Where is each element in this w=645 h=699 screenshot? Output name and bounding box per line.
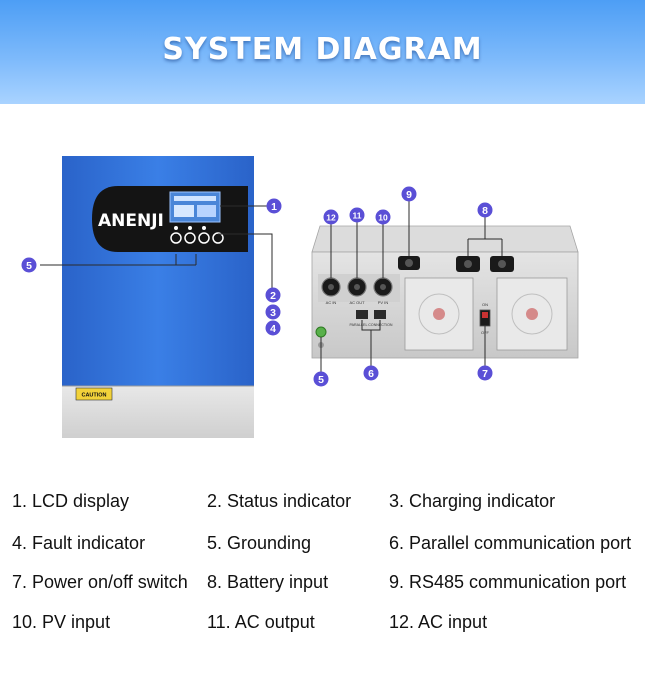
caution-label: [75, 387, 113, 401]
callout-label-9: 9: [406, 189, 412, 201]
fan-grille-right: [496, 277, 568, 351]
callout-marker-9: [401, 186, 417, 202]
callout-label-11: 11: [353, 211, 362, 221]
page-title: SYSTEM DIAGRAM: [162, 32, 483, 67]
legend-item-pv-input: 10. PV input: [12, 612, 111, 632]
pv-in-text: PV IN: [378, 300, 389, 305]
callout-marker-12: [323, 209, 339, 225]
legend-item-grounding: 5. Grounding: [207, 533, 312, 553]
callout-label-5: 5: [26, 260, 32, 272]
front-callouts: 1 5 2 3 4: [21, 198, 282, 336]
callout-marker-3: [265, 304, 281, 320]
parallel-connection-text: PARALLEL CONNECTION: [350, 323, 393, 327]
callout-marker-4: [265, 320, 281, 336]
callout-label-5-rear: 5: [318, 374, 324, 386]
callout-label-7: 7: [482, 368, 488, 380]
legend-item-parallel-port: 6. Parallel communication port: [389, 533, 632, 553]
legend-item-charging-indicator: 3. Charging indicator: [389, 491, 556, 511]
ac-in-text: AC IN: [326, 300, 337, 305]
callout-marker-11: [349, 207, 365, 223]
legend-item-fault-indicator: 4. Fault indicator: [12, 533, 146, 553]
legend-item-rs485-port: 9. RS485 communication port: [389, 572, 627, 592]
callout-marker-5: [21, 257, 37, 273]
callout-marker-2: [265, 287, 281, 303]
callout-label-1: 1: [271, 201, 277, 213]
callout-marker-8: [477, 202, 493, 218]
callout-marker-1: [266, 198, 282, 214]
system-diagram: ANENJI CAUTION 1 5 2: [21, 156, 579, 438]
rear-callouts: 9 8 12 11 10 5 6 7: [313, 186, 493, 387]
legend-item-battery-input: 8. Battery input: [207, 572, 329, 592]
header-banner: SYSTEM DIAGRAM: [0, 0, 645, 104]
callout-label-8: 8: [482, 205, 488, 217]
legend-item-ac-output: 11. AC output: [207, 612, 315, 632]
legend-item-ac-input: 12. AC input: [389, 612, 488, 632]
panel-button[interactable]: [198, 232, 210, 244]
caution-text: CAUTION: [81, 393, 106, 399]
callout-label-12: 12: [326, 213, 336, 223]
ac-out-text: AC OUT: [349, 300, 365, 305]
charging-indicator-led: [188, 226, 192, 230]
callout-marker-6: [363, 365, 379, 381]
legend-item-status-indicator: 2. Status indicator: [207, 491, 352, 511]
fan-grille-left: [404, 277, 474, 351]
status-indicator-led: [174, 226, 178, 230]
inverter-front-view: ANENJI CAUTION: [40, 156, 273, 438]
legend-item-lcd-display: 1. LCD display: [12, 491, 130, 511]
panel-button[interactable]: [184, 232, 196, 244]
callout-marker-7: [477, 365, 493, 381]
callout-marker-5-rear: [313, 371, 329, 387]
panel-button[interactable]: [212, 232, 224, 244]
callout-label-2: 2: [270, 290, 276, 302]
parallel-port-left: [356, 310, 368, 319]
parallel-port-right: [374, 310, 386, 319]
panel-button[interactable]: [170, 232, 182, 244]
brand-logo: ANENJI: [98, 211, 164, 231]
callout-label-6: 6: [368, 368, 374, 380]
grounding-terminal: [315, 326, 327, 338]
callout-marker-10: [375, 209, 391, 225]
inverter-rear-view: AC IN AC OUT PV IN PARALLEL CONNECTION: [311, 200, 579, 372]
fault-indicator-led: [202, 226, 206, 230]
legend-item-power-switch: 7. Power on/off switch: [12, 572, 188, 592]
callout-label-10: 10: [378, 213, 388, 223]
callout-label-4: 4: [270, 323, 276, 335]
switch-on-text: ON: [482, 302, 488, 307]
callout-label-3: 3: [270, 307, 276, 319]
